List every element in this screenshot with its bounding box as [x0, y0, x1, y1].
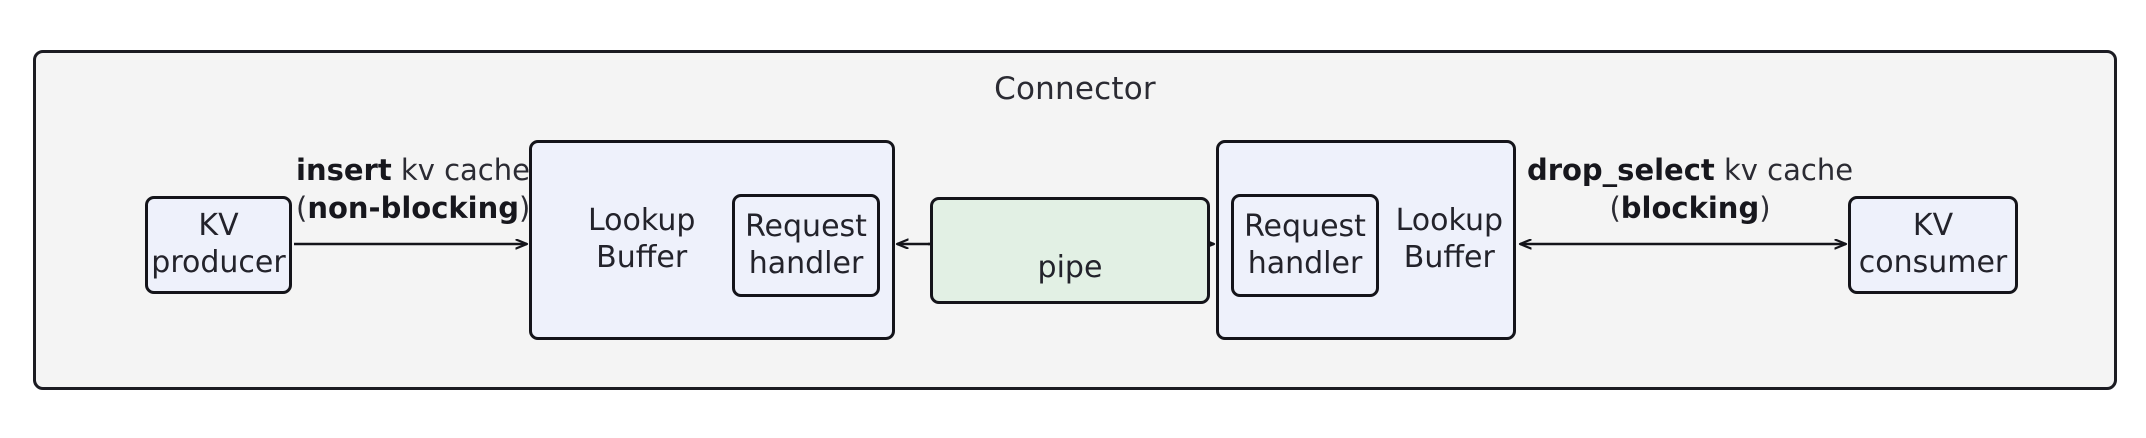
- edge-label-drop-select-line2: (blocking): [1525, 190, 1855, 228]
- edge-label-drop-select-prefix: (: [1609, 190, 1621, 225]
- edge-label-drop-select-line1: drop_select kv cache: [1525, 152, 1855, 190]
- node-lookup-buffer-right-label: Lookup Buffer: [1396, 203, 1503, 276]
- node-kv-consumer[interactable]: KV consumer: [1848, 196, 2018, 294]
- node-pipe[interactable]: pipe: [930, 197, 1210, 304]
- edge-label-insert-suffix: ): [519, 190, 531, 225]
- node-pipe-label: pipe: [1037, 250, 1103, 286]
- edge-label-insert-bold: insert: [296, 153, 392, 187]
- node-lookup-buffer-left-label: Lookup Buffer: [588, 203, 695, 276]
- node-request-handler-right-line2: handler: [1247, 245, 1363, 281]
- edge-label-insert-mode: non-blocking: [307, 190, 520, 225]
- node-kv-consumer-line1: KV: [1912, 208, 1954, 244]
- node-request-handler-left[interactable]: Request handler: [732, 194, 880, 297]
- node-lookup-buffer-right-line2: Buffer: [1403, 240, 1495, 275]
- node-lookup-buffer-left-line2: Buffer: [596, 240, 688, 275]
- edge-label-drop-select-rest: kv cache: [1714, 153, 1854, 187]
- edge-label-insert: insert kv cache (non-blocking): [296, 152, 530, 228]
- node-kv-producer-line1: KV: [198, 208, 239, 244]
- node-request-handler-left-line1: Request: [745, 208, 867, 244]
- node-request-handler-right-line1: Request: [1244, 208, 1366, 244]
- edge-label-drop-select-bold: drop_select: [1526, 153, 1715, 187]
- connector-group-title: Connector: [994, 71, 1156, 107]
- node-request-handler-left-line2: handler: [748, 245, 864, 281]
- edge-label-insert-line1: insert kv cache: [296, 152, 530, 190]
- edge-label-insert-rest: kv cache: [391, 153, 530, 187]
- edge-label-drop-select-suffix: ): [1759, 190, 1771, 225]
- node-kv-producer-line2: producer: [151, 245, 286, 280]
- edge-label-drop-select-mode: blocking: [1620, 190, 1760, 225]
- edge-label-insert-prefix: (: [296, 190, 308, 225]
- edge-label-insert-line2: (non-blocking): [296, 190, 530, 228]
- edge-label-drop-select: drop_select kv cache (blocking): [1525, 152, 1855, 227]
- node-kv-producer[interactable]: KV producer: [145, 196, 292, 294]
- node-kv-consumer-line2: consumer: [1858, 245, 2008, 280]
- node-lookup-buffer-left-line1: Lookup: [588, 203, 696, 239]
- node-lookup-buffer-right-line1: Lookup: [1395, 203, 1503, 239]
- node-request-handler-right[interactable]: Request handler: [1231, 194, 1379, 297]
